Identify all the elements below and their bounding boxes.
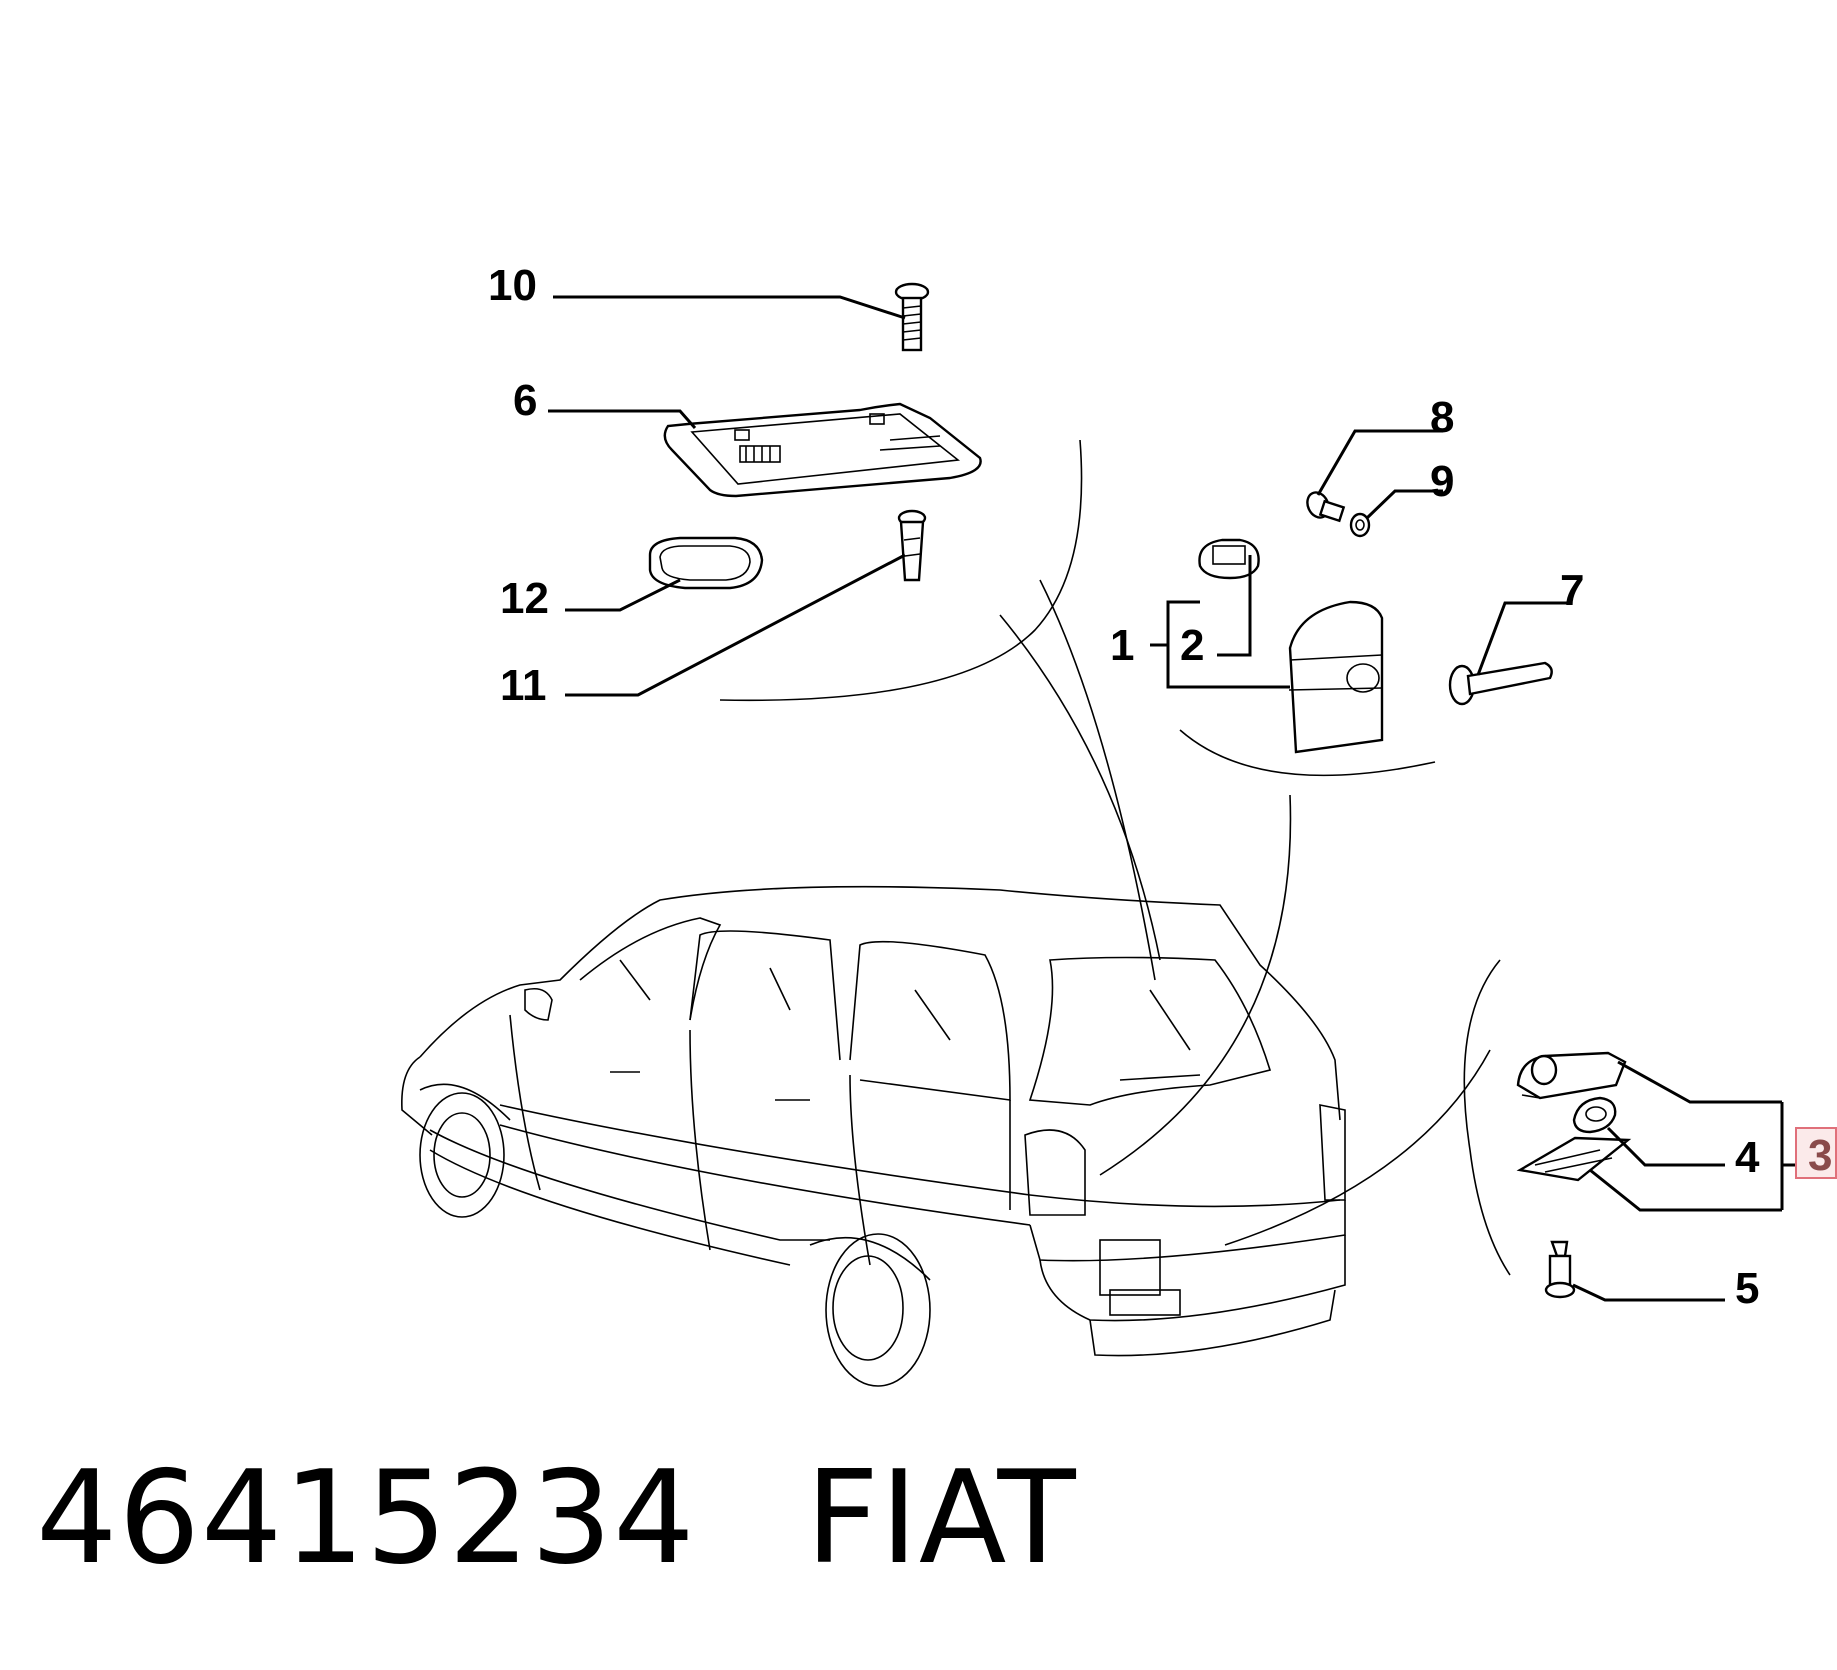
callout-11: 11 [500,661,547,710]
car-illustration [401,885,1346,1387]
callout-1: 1 [1110,621,1134,670]
part-number: 46415234 [36,1444,696,1593]
leader-4c [1589,1168,1782,1212]
part-11-clip [897,509,927,582]
callout-2: 2 [1180,621,1204,670]
part-4a-plate-lamp-housing [1516,1051,1627,1100]
leader-5 [1572,1283,1725,1302]
callout-3: 3 [1808,1131,1832,1180]
part-4c-lens [1516,1136,1632,1182]
brand-name: FIAT [805,1444,1077,1593]
leader-4a [1617,1060,1782,1104]
part-10-screw [894,282,930,352]
leader-6 [548,409,697,429]
part-2-bulb [1198,538,1260,580]
part-7-pin [1448,661,1553,706]
callout-4: 4 [1735,1133,1760,1182]
detail-outline-lamp [1179,729,1436,777]
part-9-washer [1349,512,1371,538]
callout-12: 12 [500,574,549,623]
part-5-screw [1544,1240,1576,1299]
leader-11 [565,553,906,697]
arrow-plate-to-car [1224,1049,1491,1246]
arrow-stoplamp-to-car-2 [999,614,1161,961]
leader-7 [1476,601,1570,676]
leader-2 [1217,555,1252,657]
callout-7: 7 [1560,566,1584,615]
part-6-third-brake-light [663,402,982,498]
leader-4b [1606,1126,1725,1167]
leader-8 [1316,429,1443,496]
detail-outline-upper [719,439,1083,702]
part-1-tail-lamp [1288,600,1384,754]
leader-12 [565,578,681,612]
part-12-gasket [648,536,764,590]
leader-9 [1365,489,1443,520]
arrow-stoplamp-to-car [1039,579,1156,981]
callout-9: 9 [1430,457,1454,506]
arrow-lamp-to-car [1099,794,1292,1176]
leader-10 [553,295,906,320]
callout-8: 8 [1430,393,1454,442]
callout-5: 5 [1735,1264,1759,1313]
callout-10: 10 [488,261,537,310]
part-8-screw [1306,491,1346,523]
detail-outline-plate [1463,959,1511,1276]
callout-3-box[interactable]: 3 [1795,1127,1837,1180]
part-4b-lamp-seal [1572,1096,1617,1134]
callout-6: 6 [513,376,537,425]
